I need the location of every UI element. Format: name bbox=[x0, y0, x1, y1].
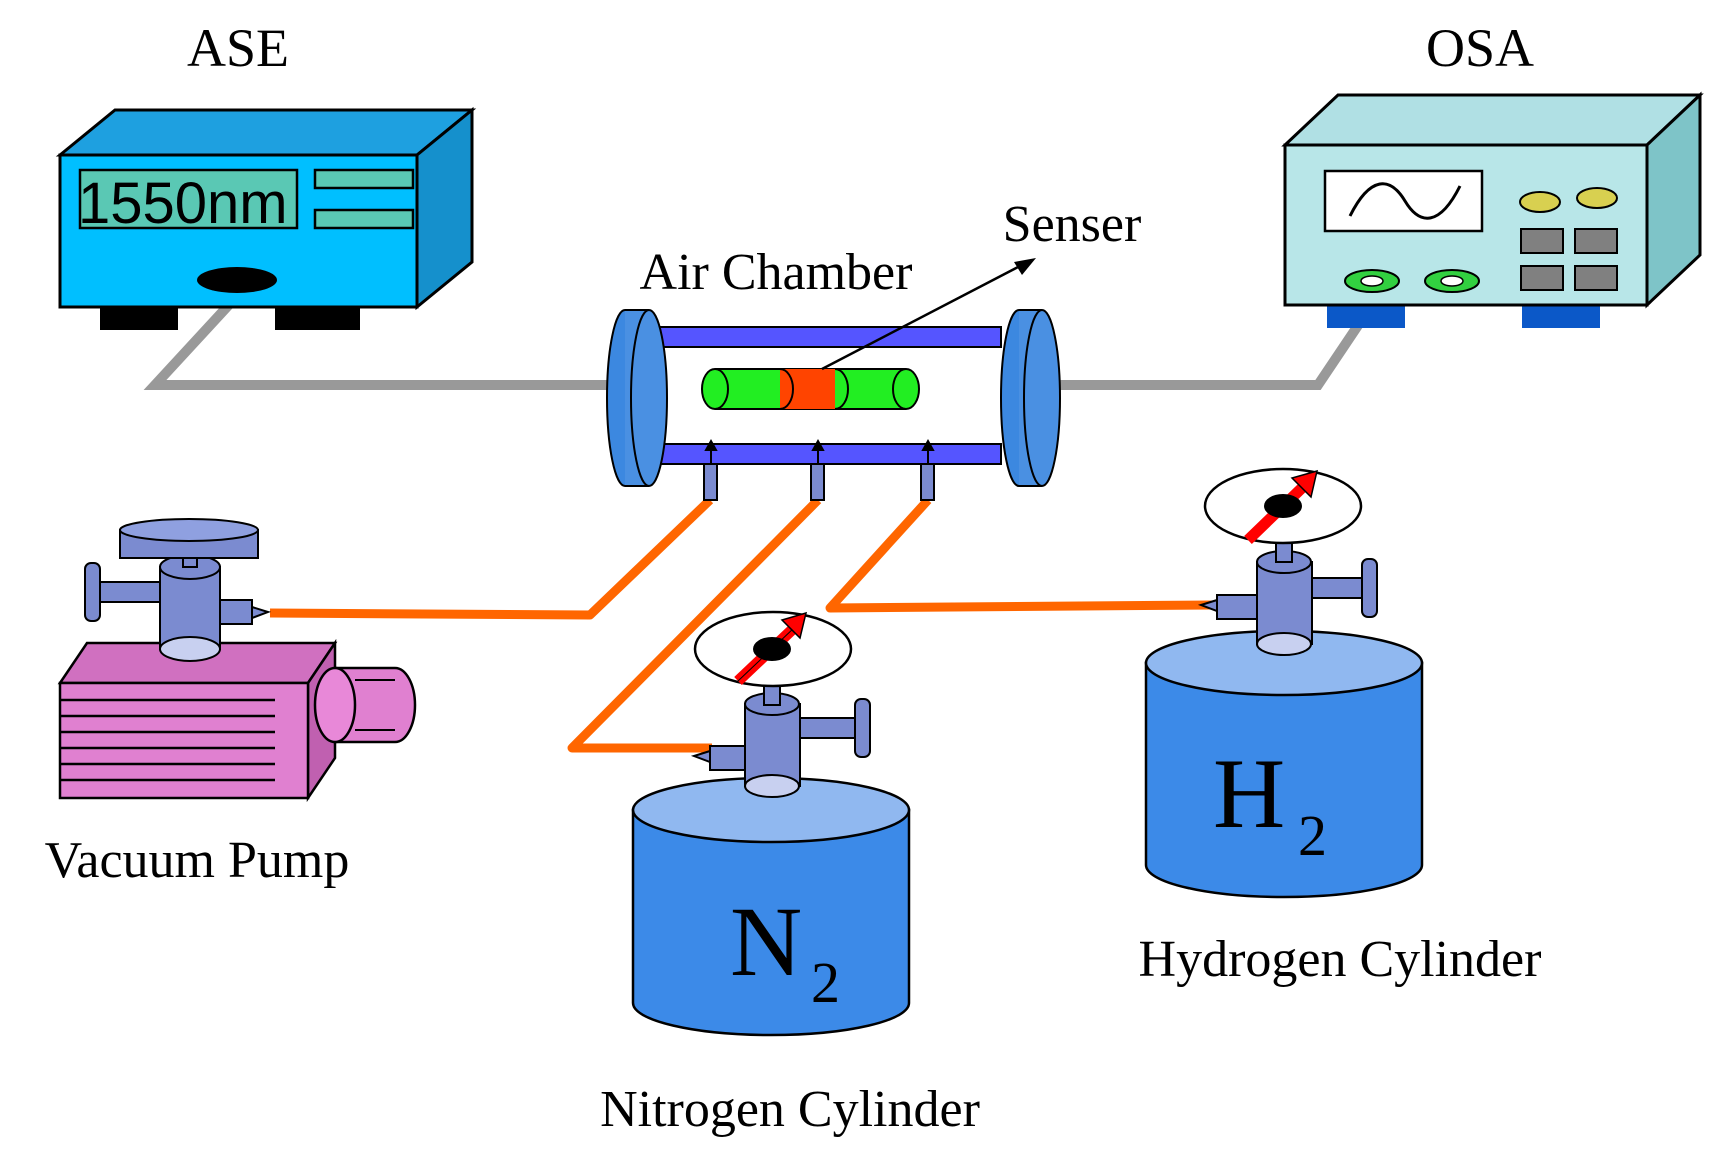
osa-button-1 bbox=[1520, 228, 1564, 254]
ase-wavelength-text: 1550nm bbox=[78, 171, 288, 236]
hydrogen-cylinder-icon bbox=[1144, 509, 1424, 899]
h2-subscript: 2 bbox=[1298, 803, 1327, 868]
osa-button-3 bbox=[1520, 265, 1564, 291]
air-chamber-label: Air Chamber bbox=[640, 244, 913, 301]
osa-button-4 bbox=[1574, 265, 1618, 291]
osa-knob-2 bbox=[1576, 187, 1618, 209]
sensor-icon bbox=[701, 368, 920, 410]
hydrogen-cylinder-label: Hydrogen Cylinder bbox=[1139, 931, 1542, 988]
senser-pointer bbox=[821, 264, 1021, 371]
vacuum-pump-label: Vacuum Pump bbox=[45, 832, 350, 889]
osa-device-icon bbox=[1281, 91, 1704, 328]
pressure-gauge-icon bbox=[1203, 467, 1363, 545]
chamber-gas-ports bbox=[703, 463, 935, 501]
ase-device-icon: 1550nm bbox=[55, 106, 477, 330]
ase-wavelength-display bbox=[78, 168, 299, 230]
ase-label: ASE bbox=[187, 18, 289, 78]
senser-label: Senser bbox=[1003, 196, 1142, 253]
ase-output-port bbox=[197, 267, 277, 293]
osa-waveform bbox=[1348, 182, 1462, 220]
air-chamber-icon bbox=[606, 258, 1061, 501]
optical-fiber bbox=[143, 278, 1370, 390]
ase-panel-slot-1 bbox=[313, 168, 415, 190]
chamber-rod-top bbox=[628, 326, 1002, 348]
osa-knob-1 bbox=[1519, 191, 1561, 213]
gas-lines bbox=[269, 496, 1213, 753]
n2-subscript: 2 bbox=[811, 950, 840, 1015]
osa-label: OSA bbox=[1426, 18, 1534, 78]
h2-symbol: H bbox=[1213, 738, 1285, 849]
pressure-gauge-icon bbox=[693, 610, 853, 688]
vacuum-pump-icon bbox=[57, 518, 417, 803]
ase-panel-slot-2 bbox=[313, 208, 415, 230]
n2-symbol: N bbox=[730, 886, 802, 997]
nitrogen-cylinder-label: Nitrogen Cylinder bbox=[600, 1081, 980, 1138]
osa-button-2 bbox=[1574, 228, 1618, 254]
nitrogen-cylinder-icon bbox=[631, 664, 911, 1037]
